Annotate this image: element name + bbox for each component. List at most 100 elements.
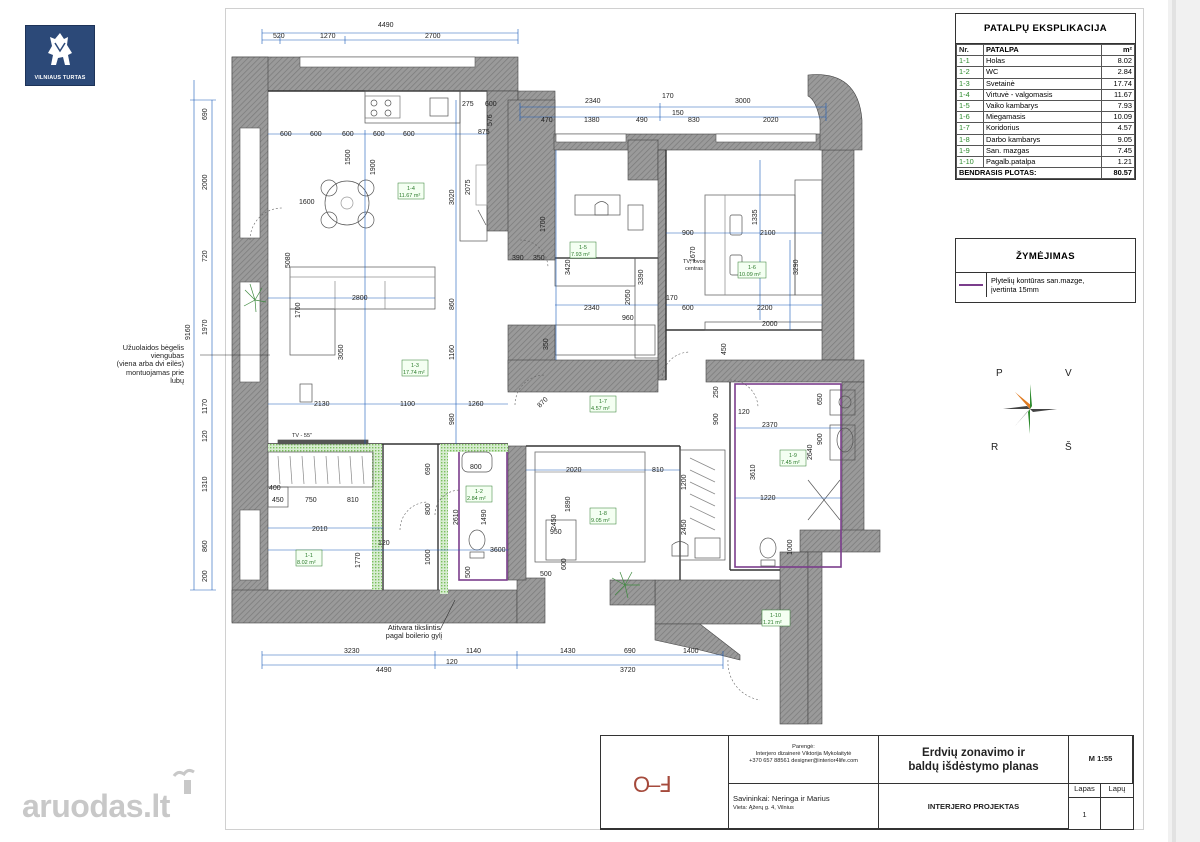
dim-child-3390: 3390 <box>638 269 645 285</box>
dim-living-3050: 3050 <box>338 344 345 360</box>
room-tag-corridor: 1-74.57 m² <box>589 395 617 413</box>
dim-top-r8: 830 <box>688 117 700 124</box>
dim-bed-3290: 3290 <box>793 259 800 275</box>
dim-top-r7: 150 <box>672 110 684 117</box>
dim-bot-3230: 3230 <box>344 648 360 655</box>
dim-left-120: 120 <box>202 430 209 442</box>
dim-k4: 600 <box>373 131 385 138</box>
dim-office-2020: 2020 <box>566 467 582 474</box>
svg-text:1.21 m²: 1.21 m² <box>763 620 782 626</box>
legend-item-line1: Plytelių kontūras san.mazge, <box>991 276 1085 285</box>
dim-corr-900: 900 <box>713 413 720 425</box>
tv-bed-label-1: TV, lovos <box>683 259 706 265</box>
compass-e: V <box>1065 368 1072 379</box>
dim-hall-2010: 2010 <box>312 526 328 533</box>
dim-bot-1430: 1430 <box>560 648 576 655</box>
tv-living-label: TV - 55" <box>292 433 312 439</box>
dim-wc-690: 690 <box>425 463 432 475</box>
dim-bot-1400: 1400 <box>683 648 699 655</box>
dim-child-2340: 2340 <box>584 305 600 312</box>
dim-living-1160: 1160 <box>449 345 456 360</box>
dim-ward-810: 810 <box>347 497 359 504</box>
sheet-no-cell: 1 <box>1069 798 1101 829</box>
drawing-title-cell: Erdvių zonavimo ir baldų išdėstymo plana… <box>879 736 1069 784</box>
project-cell: INTERJERO PROJEKTAS <box>879 784 1069 829</box>
svg-text:1-7: 1-7 <box>599 399 607 405</box>
wolf-logo-icon <box>48 33 72 65</box>
boiler-note: Atitvara tikslintis pagal boilerio gylį <box>385 623 443 641</box>
dim-wc-500: 500 <box>465 566 472 578</box>
compass-s: Š <box>1065 440 1072 453</box>
dim-bed-1335: 1335 <box>752 209 759 225</box>
dim-bath-2370: 2370 <box>762 422 778 429</box>
dim-wc-1000: 1000 <box>425 549 432 565</box>
dim-living-2800: 2800 <box>352 295 368 302</box>
dim-child-960: 960 <box>622 315 634 322</box>
dim-left-9160: 9160 <box>185 324 192 340</box>
dim-dining-1900: 1900 <box>370 159 377 175</box>
dim-bed-1670: 1670 <box>690 246 697 262</box>
dim-bed-900: 900 <box>682 230 694 237</box>
scale-cell: M 1:55 <box>1069 736 1133 784</box>
dim-left-2000: 2000 <box>202 174 209 190</box>
dimension-texts: 4490 520 1270 2700 2340 170 3000 470 138… <box>185 22 824 674</box>
compass-n: P <box>996 368 1003 379</box>
svg-text:1-1: 1-1 <box>305 553 313 559</box>
dim-ward-450: 450 <box>272 497 284 504</box>
dim-bath-650: 650 <box>817 393 824 405</box>
dim-left-1310: 1310 <box>202 476 209 492</box>
dim-mid-1260: 1260 <box>468 401 484 408</box>
room-tags: 1-411.67 m² 1-317.74 m² 1-57.93 m² 1-610… <box>295 182 807 627</box>
explication-header: Nr. PATALPA m² <box>956 43 1135 57</box>
plant-living <box>243 283 267 313</box>
dim-bed-2200: 2200 <box>757 305 773 312</box>
svg-text:1-3: 1-3 <box>411 363 419 369</box>
dim-top-r9: 2020 <box>763 117 779 124</box>
dimension-lines <box>193 32 841 666</box>
dim-k11: 1500 <box>345 149 352 165</box>
dim-top-r1: 2340 <box>585 98 601 105</box>
dim-k8: 875 <box>478 129 490 136</box>
dim-office-1200: 1200 <box>681 474 688 490</box>
tile-contour-swatch <box>956 273 987 297</box>
explication-title: PATALPŲ EKSPLIKACIJA <box>956 14 1135 44</box>
dim-top-c: 2700 <box>425 33 441 40</box>
dim-wc-800b: 800 <box>425 503 432 515</box>
dim-hall-1770: 1770 <box>355 552 362 568</box>
dim-top-b: 1270 <box>320 33 336 40</box>
entry-tiles <box>268 444 508 594</box>
dim-child-3420: 3420 <box>565 259 572 275</box>
dim-wc-800: 800 <box>470 464 482 471</box>
svg-text:1-6: 1-6 <box>748 265 756 271</box>
dim-bath-900: 900 <box>817 433 824 445</box>
dim-bot-3720: 3720 <box>620 667 636 674</box>
dim-mid-1100: 1100 <box>400 401 415 408</box>
dim-left-860: 860 <box>202 540 209 552</box>
svg-text:10.09 m²: 10.09 m² <box>739 272 761 278</box>
dim-top-a: 520 <box>273 33 285 40</box>
svg-text:1-10: 1-10 <box>770 613 781 619</box>
explication-total: BENDRASIS PLOTAS: 80.57 <box>956 167 1135 180</box>
dim-office-2450b: 2450 <box>681 519 688 535</box>
dim-office-950: 950 <box>550 529 562 536</box>
dim-office-1890: 1890 <box>565 496 572 512</box>
agency-logo: VILNIAUS TURTAS <box>25 25 95 86</box>
dim-office-3600: 3600 <box>490 547 506 554</box>
svg-text:9.05 m²: 9.05 m² <box>591 518 610 524</box>
svg-text:8.02 m²: 8.02 m² <box>297 560 316 566</box>
dim-left-720: 720 <box>202 250 209 262</box>
room-tag-wc: 1-22.84 m² <box>465 485 493 503</box>
dim-k10: 2075 <box>465 179 472 195</box>
svg-text:17.74 m²: 17.74 m² <box>403 370 425 376</box>
curtain-note: Užuolaidos bėgelis viengubas (viena arba… <box>116 343 184 385</box>
prepared-cell: Parengė: Interjero dizainerė Viktorija M… <box>729 736 879 784</box>
dim-office-2450: 2450 <box>551 514 558 530</box>
dim-left-690: 690 <box>202 108 209 120</box>
dim-bath-1000: 1000 <box>787 539 794 555</box>
dim-k7: 600 <box>485 101 497 108</box>
